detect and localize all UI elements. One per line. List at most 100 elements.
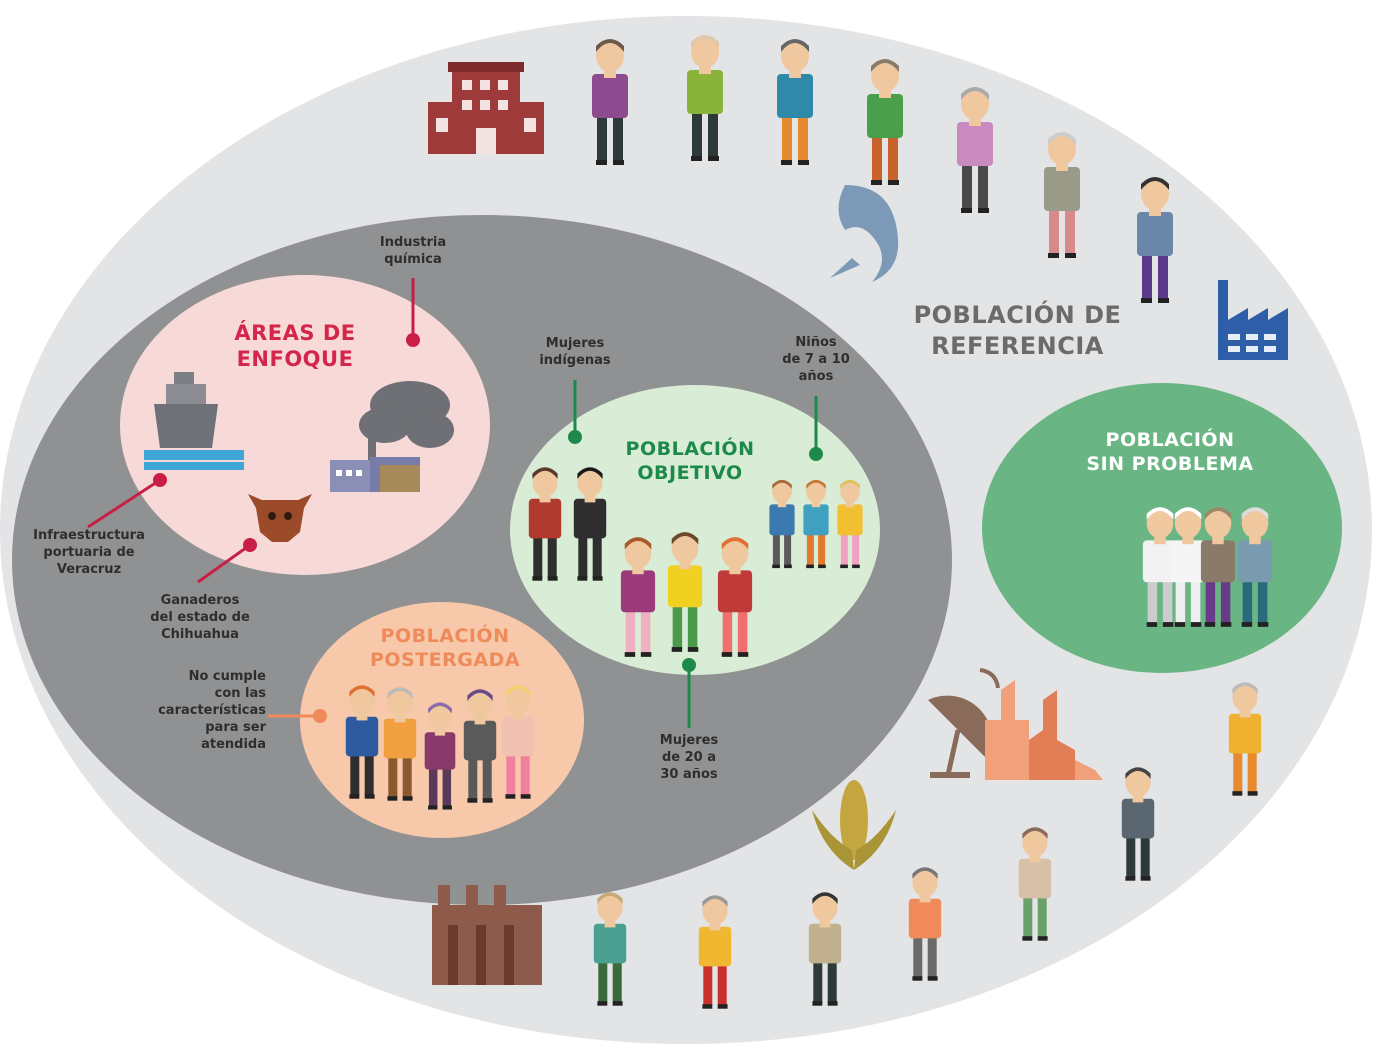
person-part bbox=[1205, 578, 1216, 624]
focus-areas-title: ÁREAS DE ENFOQUE bbox=[225, 320, 365, 372]
person-part bbox=[1037, 936, 1048, 941]
label-ranchers-line3: Chihuahua bbox=[161, 627, 239, 642]
person-part bbox=[532, 468, 558, 497]
person-part bbox=[1141, 178, 1169, 210]
person-part bbox=[1239, 708, 1251, 718]
person-part bbox=[1125, 768, 1151, 797]
person-part bbox=[1220, 578, 1231, 624]
person-part bbox=[1037, 894, 1047, 938]
person-part bbox=[1204, 508, 1232, 539]
label-children: Niños de 7 a 10 años bbox=[766, 334, 866, 385]
person-part bbox=[1190, 622, 1202, 627]
person-part bbox=[1125, 876, 1136, 881]
reference-title: POBLACIÓN DE REFERENCIA bbox=[905, 300, 1130, 362]
person-part bbox=[840, 480, 860, 503]
person-part bbox=[624, 538, 652, 569]
person-part bbox=[708, 156, 719, 161]
person-part bbox=[1200, 540, 1236, 583]
leader-dot-port bbox=[153, 473, 167, 487]
person-part bbox=[1132, 793, 1144, 803]
person-part bbox=[1174, 508, 1202, 539]
person-part bbox=[387, 687, 413, 699]
person-part bbox=[837, 504, 863, 536]
person-part bbox=[592, 534, 602, 578]
person-part bbox=[1158, 252, 1168, 300]
label-children-line2: de 7 a 10 bbox=[782, 352, 850, 367]
person-part bbox=[772, 480, 792, 503]
person-icon bbox=[592, 39, 628, 165]
person-part bbox=[1257, 622, 1269, 627]
person-part bbox=[520, 794, 531, 799]
person-part bbox=[969, 116, 981, 126]
person-icon bbox=[383, 687, 417, 801]
person-part bbox=[428, 702, 452, 714]
label-indigenous-women: Mujeres indígenas bbox=[520, 335, 630, 369]
person-part bbox=[539, 493, 551, 503]
person-part bbox=[383, 718, 417, 759]
person-part bbox=[573, 498, 607, 539]
person-part bbox=[1065, 207, 1075, 255]
person-part bbox=[506, 752, 516, 796]
person-part bbox=[671, 532, 699, 545]
person-part bbox=[667, 565, 703, 608]
person-part bbox=[1121, 798, 1155, 839]
leader-dot-indigenous bbox=[568, 430, 582, 444]
person-part bbox=[532, 467, 558, 479]
leader-ranchers bbox=[197, 543, 251, 584]
person-part bbox=[840, 564, 848, 569]
person-part bbox=[1022, 827, 1048, 839]
label-women-20-30: Mujeres de 20 a 30 años bbox=[636, 732, 742, 783]
reference-title-line2: REFERENCIA bbox=[931, 332, 1104, 360]
person-part bbox=[691, 36, 719, 68]
person-part bbox=[717, 1004, 728, 1009]
person-part bbox=[1232, 791, 1243, 796]
person-icon bbox=[687, 35, 723, 161]
person-part bbox=[1247, 749, 1257, 793]
person-icon bbox=[1044, 132, 1080, 258]
postponed-title-line2: POSTERGADA bbox=[369, 649, 521, 671]
person-part bbox=[1126, 834, 1136, 878]
person-part bbox=[961, 88, 989, 120]
corn-icon bbox=[812, 780, 896, 870]
person-part bbox=[962, 162, 972, 210]
person-part bbox=[350, 752, 360, 796]
person-part bbox=[625, 608, 636, 654]
person-part bbox=[364, 794, 375, 799]
label-port-line1: Infraestructura bbox=[33, 528, 145, 543]
person-part bbox=[1065, 253, 1076, 258]
person-part bbox=[879, 88, 891, 98]
cow-icon bbox=[248, 494, 312, 542]
person-icon bbox=[1137, 177, 1173, 303]
person-part bbox=[1233, 749, 1243, 793]
person-part bbox=[784, 564, 792, 569]
person-part bbox=[428, 703, 452, 731]
person-part bbox=[597, 1001, 608, 1006]
person-part bbox=[349, 686, 375, 715]
person-part bbox=[803, 504, 829, 536]
person-icon bbox=[667, 532, 703, 652]
person-part bbox=[721, 652, 733, 657]
person-part bbox=[717, 962, 727, 1006]
person-part bbox=[978, 208, 989, 213]
person-part bbox=[806, 532, 814, 566]
person-part bbox=[702, 895, 728, 907]
leader-dot-chemical bbox=[406, 333, 420, 347]
person-part bbox=[913, 934, 923, 978]
person-part bbox=[1174, 622, 1186, 627]
person-part bbox=[769, 504, 795, 536]
reference-title-line1: POBLACIÓN DE bbox=[913, 301, 1122, 329]
person-icon bbox=[501, 685, 535, 799]
person-part bbox=[957, 122, 993, 166]
person-part bbox=[806, 480, 826, 503]
person-icon bbox=[528, 467, 562, 581]
person-part bbox=[1044, 167, 1080, 211]
person-part bbox=[1018, 858, 1052, 899]
person-part bbox=[387, 796, 398, 801]
person-part bbox=[596, 40, 624, 72]
person-icon bbox=[837, 479, 863, 569]
person-part bbox=[908, 898, 942, 939]
person-part bbox=[687, 603, 698, 649]
person-icon bbox=[1228, 682, 1262, 796]
person-part bbox=[1140, 834, 1150, 878]
person-part bbox=[961, 208, 972, 213]
